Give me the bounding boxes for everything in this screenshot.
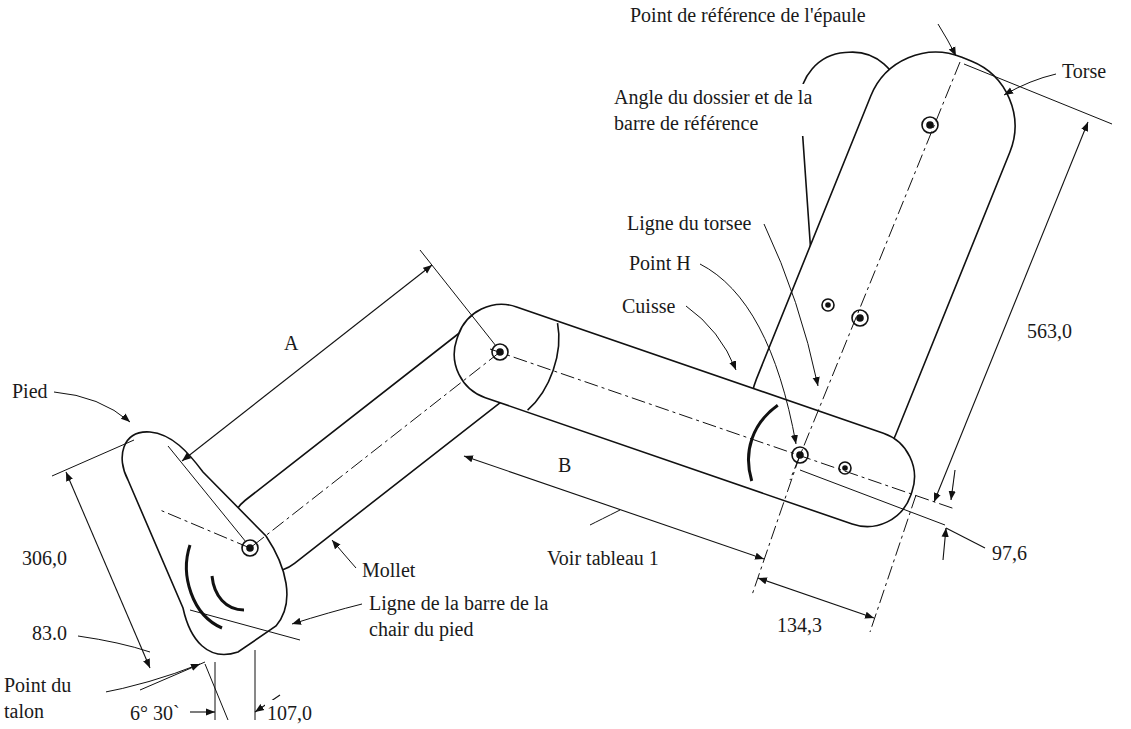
dimension-label: 107,0 xyxy=(265,700,314,726)
part-label: Torse xyxy=(1060,58,1108,84)
reference-label: Point de référence de l'épaule xyxy=(628,2,868,28)
part-label: Pied xyxy=(10,378,50,404)
dimension-lines xyxy=(66,122,1088,712)
center-lines xyxy=(160,62,960,632)
dimension-label: 563,0 xyxy=(1025,318,1074,344)
dimension-label: 97,6 xyxy=(990,540,1029,566)
dimension-label: 83.0 xyxy=(30,620,69,646)
leader-lines xyxy=(54,24,1056,694)
pivot-points xyxy=(242,117,938,556)
dimension-label: 6° 30` xyxy=(128,700,182,726)
dimension-label: 134,3 xyxy=(775,612,824,638)
dimension-label: B xyxy=(556,452,573,478)
reference-label: Ligne de la barre de la chair du pied xyxy=(367,590,571,642)
foot-shape xyxy=(122,432,287,655)
reference-label: Ligne du torsee xyxy=(625,210,753,236)
reference-label: Angle du dossier et de la barre de référ… xyxy=(612,84,821,136)
reference-label: Point H xyxy=(627,250,693,276)
dimension-label: A xyxy=(282,330,300,356)
reference-label: Point du talon xyxy=(2,672,106,724)
note-label: Voir tableau 1 xyxy=(545,545,661,571)
dimension-label: 306,0 xyxy=(20,545,69,571)
part-label: Cuisse xyxy=(620,293,677,319)
part-label: Mollet xyxy=(360,557,417,583)
extension-lines xyxy=(52,64,1112,720)
